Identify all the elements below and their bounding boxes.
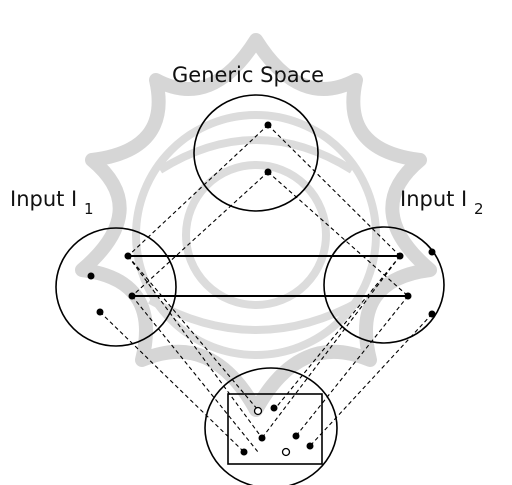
- blend-point-5: [307, 443, 314, 450]
- input1-point-4: [97, 309, 104, 316]
- blend-point-4: [241, 449, 248, 456]
- input1-point-1: [125, 253, 132, 260]
- input1-point-3: [129, 293, 136, 300]
- input2-point-1: [397, 253, 404, 260]
- generic-point-2: [265, 169, 272, 176]
- input2-point-2: [429, 249, 436, 256]
- blend-point-1: [271, 405, 278, 412]
- input2-point-4: [429, 311, 436, 318]
- input1-point-2: [88, 273, 95, 280]
- generic-point-1: [265, 122, 272, 129]
- blend-open-point-2: [283, 449, 290, 456]
- blend-point-3: [293, 433, 300, 440]
- input-2-label: Input I 2: [400, 187, 483, 218]
- blend-point-2: [259, 435, 266, 442]
- input-1-label: Input I 1: [10, 187, 93, 218]
- generic-space-label: Generic Space: [172, 63, 324, 87]
- blend-open-point-1: [255, 408, 262, 415]
- input2-point-3: [405, 293, 412, 300]
